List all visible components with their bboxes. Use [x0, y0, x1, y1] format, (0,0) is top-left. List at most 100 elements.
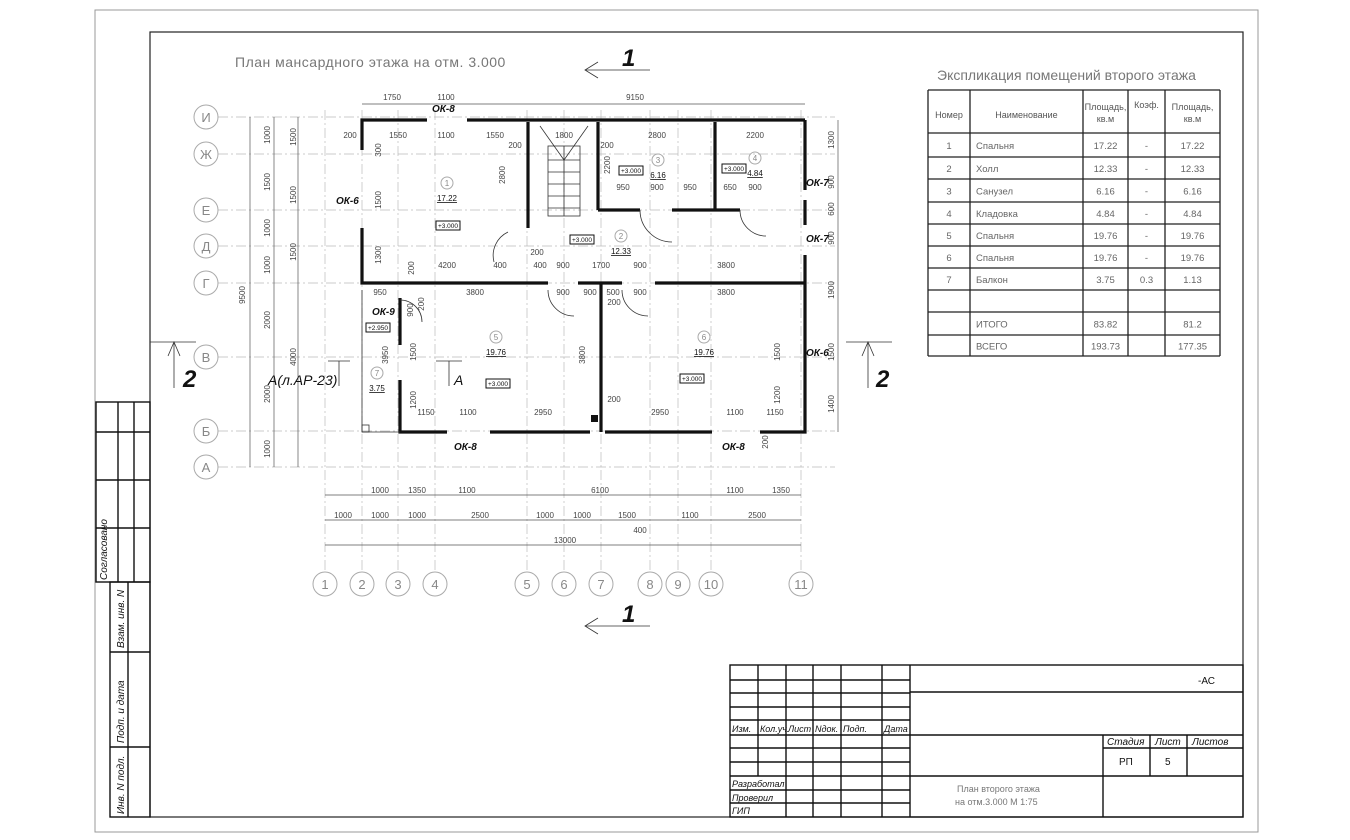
dimension-label: 900 — [583, 288, 597, 297]
plan-title: План мансардного этажа на отм. 3.000 — [235, 54, 506, 70]
table-cell: 7 — [946, 275, 951, 286]
dimension-label: 950 — [683, 183, 697, 192]
dimension-label: 3800 — [717, 288, 735, 297]
table-cell: - — [1145, 187, 1148, 198]
room-area: 19.76 — [694, 348, 715, 357]
table-cell: Кладовка — [976, 209, 1019, 220]
elevation-mark: +3.000 — [682, 376, 702, 383]
room-number: 5 — [494, 333, 499, 342]
stamp-replacement-no: Взам. инв. N — [116, 589, 127, 648]
room-label: 36.16 — [650, 153, 666, 180]
walls — [360, 118, 807, 434]
dimension-label: 2500 — [471, 511, 489, 520]
elevation-mark: +3.000 — [572, 237, 592, 244]
table-cell: - — [1145, 231, 1148, 242]
dimension-label: 1100 — [726, 486, 744, 495]
elevation-mark: +3.000 — [438, 223, 458, 230]
room-number: 2 — [619, 232, 624, 241]
room-area: 3.75 — [369, 384, 385, 393]
axis-label-col: 7 — [597, 577, 604, 592]
dimension-label: 1100 — [681, 511, 699, 520]
window-mark: ОК-7 — [806, 234, 829, 245]
stamp-inventory-no: Инв. N подл. — [116, 756, 127, 814]
axis-bubble — [637, 571, 663, 597]
sheets-label: Листов — [1191, 737, 1228, 748]
dimension-label: 1100 — [437, 93, 455, 102]
table-cell: Санузел — [976, 187, 1013, 198]
title-block-column-header: Изм. — [732, 724, 751, 734]
room-label: 117.22 — [437, 176, 458, 203]
axis-label-row: Е — [202, 203, 211, 218]
table-cell: - — [1145, 253, 1148, 264]
room-label: 519.76 — [486, 330, 507, 357]
dimension-label: 2000 — [263, 311, 272, 329]
room-number-bubble — [370, 366, 384, 380]
room-area: 17.22 — [437, 194, 458, 203]
axis-bubble — [665, 571, 691, 597]
dimension-label: 9150 — [626, 93, 644, 102]
table-cell: 19.76 — [1181, 231, 1205, 242]
dimension-label: 400 — [633, 526, 647, 535]
dimension-label: 1000 — [371, 511, 389, 520]
dimension-label: 200 — [407, 261, 416, 275]
dimension-label: 900 — [406, 303, 415, 317]
table-cell: 6 — [946, 253, 951, 264]
dimension-label: 1400 — [827, 395, 836, 413]
dimension-label: 400 — [533, 261, 547, 270]
room-number: 1 — [445, 179, 450, 188]
title-block-column-header: Подп. — [843, 724, 867, 734]
window-mark: ОК-6 — [336, 196, 359, 207]
dimension-label: 900 — [633, 261, 647, 270]
dimension-label: 1500 — [263, 173, 272, 191]
axis-bubble — [193, 233, 219, 259]
dimension-label: 200 — [607, 395, 621, 404]
room-number: 4 — [753, 154, 758, 163]
inner-frame — [149, 31, 1244, 818]
elevation-box — [618, 165, 644, 176]
room-number-bubble — [748, 151, 762, 165]
dimension-label: 300 — [374, 143, 383, 157]
table-cell: 193.73 — [1091, 342, 1120, 353]
dimension-label: 1300 — [374, 246, 383, 264]
axis-label-row: Ж — [200, 147, 212, 162]
dimension-label: 2800 — [648, 131, 666, 140]
section-a-mark: А — [453, 372, 463, 388]
table-header: кв.м — [1184, 114, 1201, 124]
axis-bubble — [385, 571, 411, 597]
room-label: 73.75 — [369, 366, 385, 393]
dimension-label: 1200 — [773, 386, 782, 404]
axis-bubble — [698, 571, 724, 597]
dimension-label: 200 — [600, 141, 614, 150]
dimension-label: 950 — [616, 183, 630, 192]
dimension-label: 200 — [343, 131, 357, 140]
room-label: 44.84 — [747, 151, 763, 178]
dimension-label: 650 — [723, 183, 737, 192]
dimension-label: 1550 — [389, 131, 407, 140]
window-mark: ОК-9 — [372, 307, 395, 318]
dimension-label: 1500 — [374, 191, 383, 209]
dimension-label: 6100 — [591, 486, 609, 495]
dimension-label: 3800 — [466, 288, 484, 297]
table-cell: 19.76 — [1181, 253, 1205, 264]
dimension-label: 2950 — [534, 408, 552, 417]
dimension-label: 900 — [748, 183, 762, 192]
axis-bubble — [193, 197, 219, 223]
elevation-mark: +3.000 — [488, 381, 508, 388]
room-area: 6.16 — [650, 171, 666, 180]
table-cell: Балкон — [976, 275, 1008, 286]
table-header: Номер — [935, 110, 963, 120]
table-cell: 17.22 — [1094, 141, 1118, 152]
sheet-title-line-2: на отм.3.000 М 1:75 — [955, 797, 1038, 807]
axis-label-row: Б — [202, 424, 211, 439]
room-area: 19.76 — [486, 348, 507, 357]
axis-label-col: 1 — [321, 577, 328, 592]
elevation-box — [569, 234, 595, 245]
axis-label-col: 4 — [431, 577, 438, 592]
dimension-label: 1000 — [573, 511, 591, 520]
axis-label-row: Г — [202, 276, 209, 291]
dimension-label: 1100 — [437, 131, 455, 140]
dimension-label: 1550 — [486, 131, 504, 140]
dimension-label: 1500 — [289, 186, 298, 204]
stage-label: Стадия — [1107, 737, 1145, 748]
